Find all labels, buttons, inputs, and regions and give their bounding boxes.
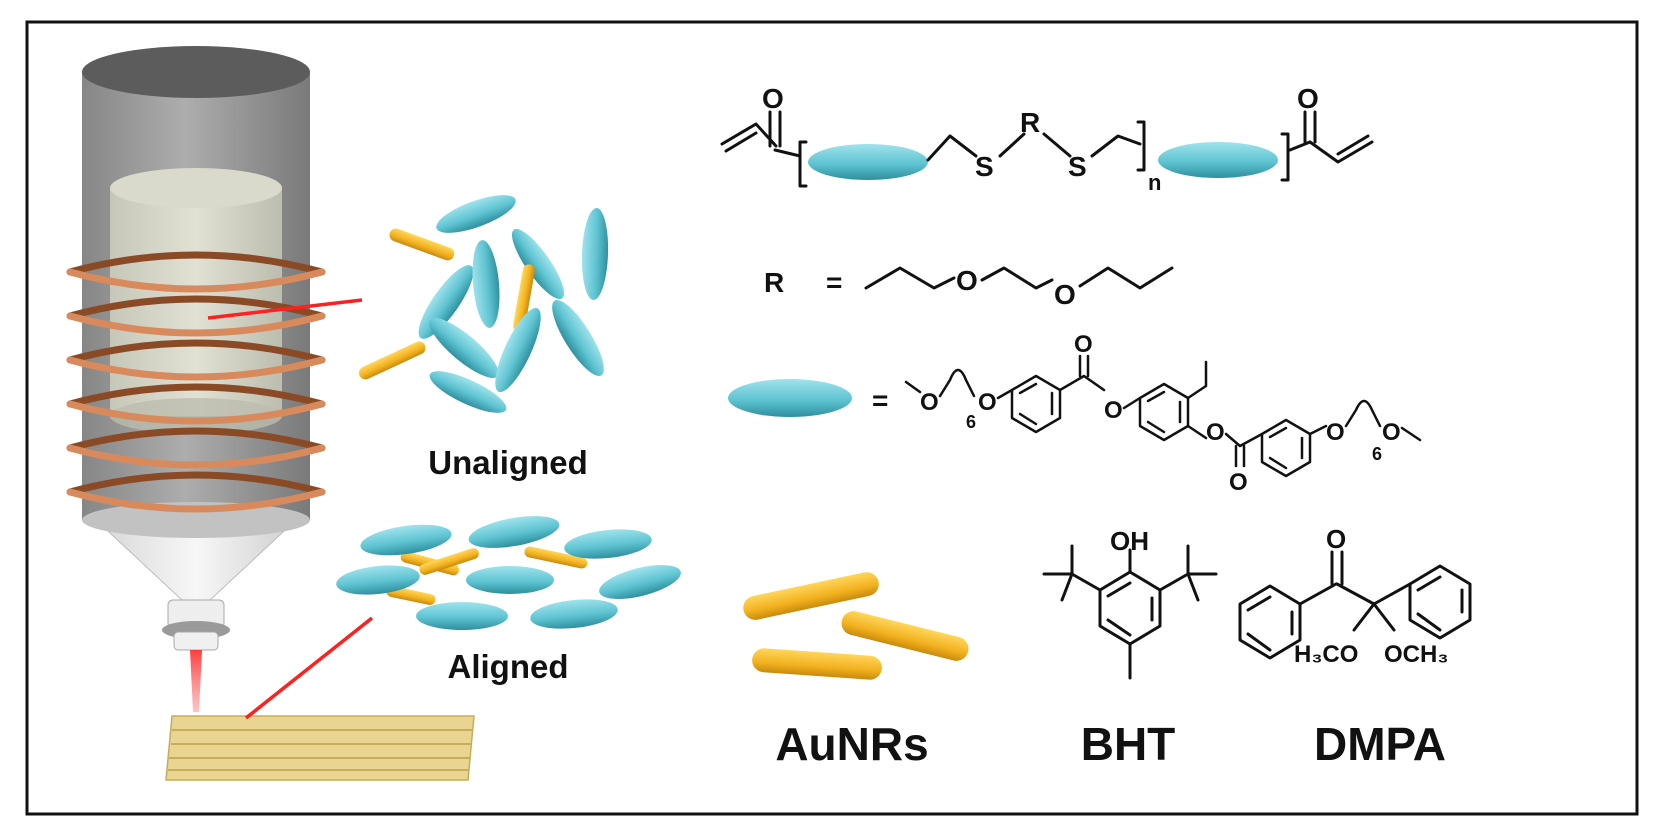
svg-text:OCH₃: OCH₃ — [1384, 641, 1448, 668]
svg-text:6: 6 — [966, 412, 976, 432]
svg-text:O: O — [1206, 419, 1225, 446]
aligned-cluster — [336, 516, 681, 630]
mesogen — [468, 516, 560, 548]
r-definition: R = O O — [764, 265, 1174, 310]
mesogen — [495, 307, 541, 393]
svg-text:O: O — [1382, 419, 1401, 446]
svg-text:O: O — [1297, 83, 1319, 114]
mesogen — [564, 529, 652, 559]
mesogen — [416, 602, 508, 630]
mesogen-symbol — [808, 144, 928, 180]
svg-text:O: O — [956, 265, 978, 296]
svg-text:O: O — [762, 83, 784, 114]
mesogen — [436, 195, 516, 233]
mesogen-symbol — [728, 379, 852, 417]
gold-nanorod — [358, 341, 426, 380]
bht-structure: OH — [1042, 526, 1218, 680]
dmpa-structure: O H₃CO OCH₃ — [1238, 524, 1472, 668]
mesogen — [360, 524, 452, 556]
label-unaligned: Unaligned — [428, 444, 588, 481]
gold-nanorod — [513, 264, 535, 332]
mesogen — [466, 566, 554, 594]
label-aligned: Aligned — [448, 648, 569, 685]
svg-text:R: R — [1020, 107, 1040, 138]
mesogen — [429, 371, 507, 413]
svg-text:n: n — [1148, 170, 1161, 195]
gold-nanorod — [841, 611, 969, 661]
svg-text:O: O — [1054, 279, 1076, 310]
svg-text:H₃CO: H₃CO — [1294, 641, 1358, 668]
svg-text:=: = — [826, 267, 842, 298]
gold-nanorod — [524, 546, 588, 569]
svg-text:O: O — [1074, 331, 1093, 358]
print-head — [66, 46, 326, 651]
svg-text:S: S — [975, 151, 994, 182]
label-dmpa: DMPA — [1314, 718, 1446, 770]
svg-text:O: O — [920, 389, 939, 416]
ink-column-bottom — [110, 398, 282, 434]
svg-text:R: R — [764, 267, 784, 298]
svg-text:OH: OH — [1110, 526, 1149, 556]
barrel-bottom-rim — [82, 502, 310, 538]
mesogen — [530, 599, 618, 629]
svg-text:=: = — [872, 385, 888, 416]
gold-nanorod — [743, 572, 879, 620]
mesogen — [336, 565, 420, 595]
mesogen — [552, 300, 604, 376]
nozzle-tip-lower — [173, 631, 219, 651]
callout-line-unaligned — [207, 298, 363, 320]
ink-column-top — [110, 168, 282, 208]
svg-text:O: O — [1104, 397, 1123, 424]
mesogen — [581, 208, 609, 300]
gold-nanorod — [752, 648, 882, 680]
unaligned-cluster — [358, 195, 609, 413]
svg-text:O: O — [1326, 524, 1346, 554]
gold-nanorod — [386, 585, 436, 606]
svg-text:O: O — [1229, 469, 1248, 496]
barrel-top — [82, 46, 310, 98]
polymer-backbone-formula: O S R S n O — [720, 83, 1374, 195]
laser-beam — [190, 650, 202, 712]
callout-line-aligned — [244, 616, 374, 720]
mesogen — [429, 318, 499, 378]
mesogen — [472, 240, 500, 328]
printed-substrate — [165, 715, 475, 781]
mesogen-definition: = O 6 O O O O O O 6 O — [728, 331, 1422, 496]
svg-text:S: S — [1068, 151, 1087, 182]
svg-text:O: O — [1326, 419, 1345, 446]
mesogen — [599, 565, 681, 599]
aunrs-illustration — [743, 572, 969, 680]
svg-text:O: O — [978, 389, 997, 416]
label-bht: BHT — [1081, 718, 1176, 770]
svg-text:6: 6 — [1372, 444, 1382, 464]
mesogen — [511, 228, 565, 300]
gold-nanorod — [419, 548, 479, 575]
mesogen-symbol — [1158, 142, 1278, 178]
label-aunrs: AuNRs — [775, 718, 928, 770]
gold-nanorod — [389, 228, 455, 261]
